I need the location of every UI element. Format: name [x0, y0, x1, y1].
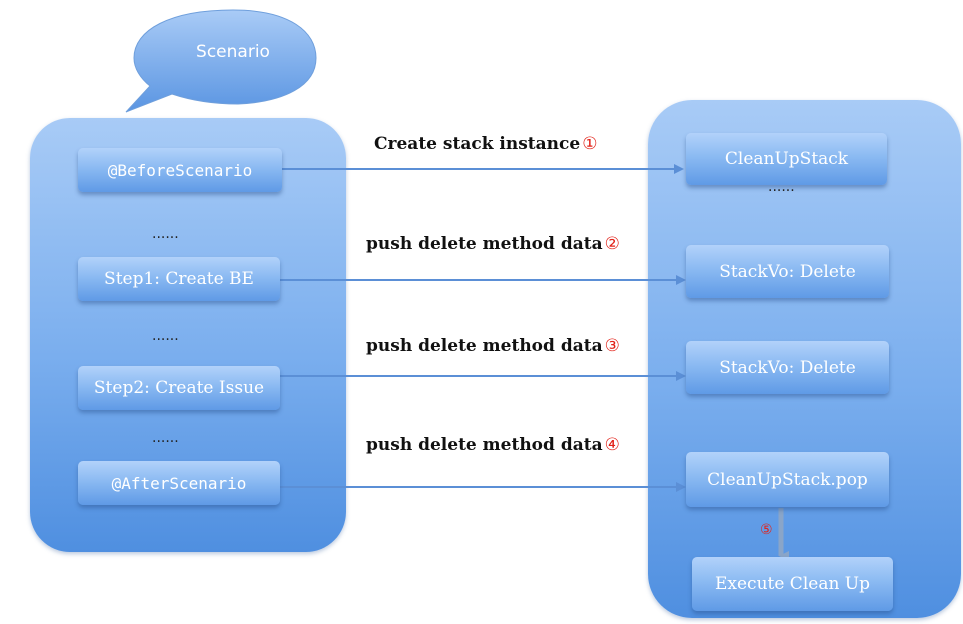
ellipsis-2: ......: [152, 328, 179, 344]
step2-box: Step2: Create Issue: [78, 366, 280, 410]
cleanup-stack-box: CleanUpStack: [686, 133, 887, 185]
ellipsis-1: ......: [152, 226, 179, 242]
marker-5: ⑤: [760, 522, 773, 538]
label-push-1-text: push delete method data: [366, 234, 603, 254]
execute-clean-up-box: Execute Clean Up: [692, 557, 893, 611]
stackvo-delete-box-2: StackVo: Delete: [686, 341, 889, 394]
marker-1: ①: [582, 134, 598, 154]
cleanup-stack-pop-box: CleanUpStack.pop: [686, 452, 889, 507]
label-create-stack-text: Create stack instance: [374, 134, 581, 154]
marker-4: ④: [604, 435, 620, 455]
scenario-bubble-label: Scenario: [196, 42, 270, 62]
ellipsis-3: ......: [152, 430, 179, 446]
marker-3: ③: [604, 336, 620, 356]
after-scenario-box: @AfterScenario: [78, 461, 280, 505]
before-scenario-box: @BeforeScenario: [78, 148, 282, 192]
step1-box: Step1: Create BE: [78, 257, 280, 301]
ellipsis-right: ......: [768, 179, 795, 195]
label-push-2-text: push delete method data: [366, 336, 603, 356]
label-push-3-text: push delete method data: [366, 435, 603, 455]
marker-2: ②: [604, 234, 620, 254]
stackvo-delete-box-1: StackVo: Delete: [686, 245, 889, 298]
